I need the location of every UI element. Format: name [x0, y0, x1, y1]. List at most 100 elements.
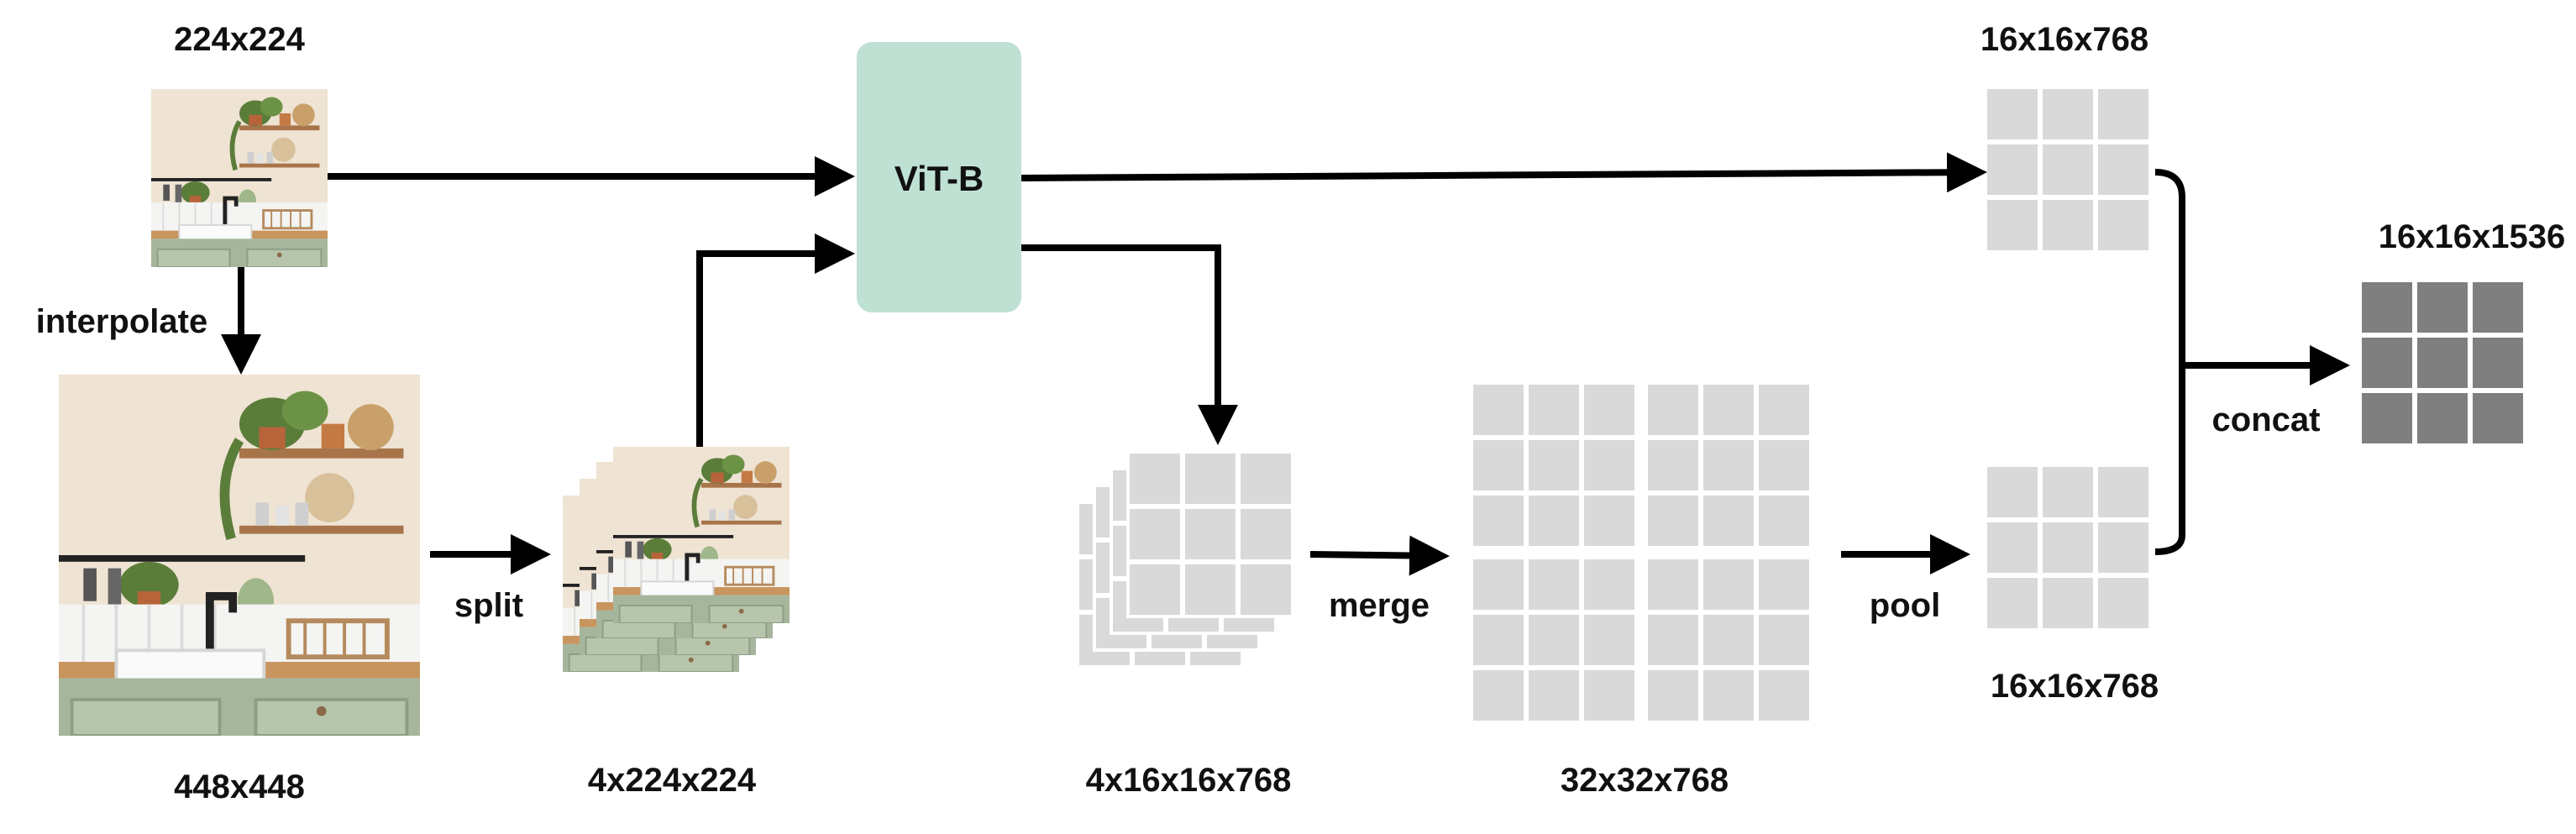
op-label-split: split [454, 587, 523, 624]
pooled-feature-grid [1987, 467, 2148, 628]
concat-cell [2417, 393, 2468, 443]
size-label-split-features: 4x16x16x768 [1086, 762, 1292, 799]
feature-cell [2043, 144, 2093, 195]
feature-cell [1185, 454, 1236, 504]
crop-4 [613, 447, 790, 623]
crops-stack [563, 447, 790, 672]
feature-cell [1473, 615, 1524, 665]
op-label-merge: merge [1329, 587, 1430, 624]
feature-cell [1759, 496, 1809, 546]
feature-cell [1241, 454, 1291, 504]
concat-feature-grid [2362, 282, 2523, 443]
size-label-concat-features: 16x16x1536 [2379, 218, 2565, 255]
feature-cell [1987, 467, 2038, 517]
feature-cell [1703, 440, 1754, 490]
size-label-global-features: 16x16x768 [1981, 21, 2148, 58]
vit-b-block: ViT-B [857, 42, 1021, 312]
feature-cell [1759, 440, 1809, 490]
size-label-448: 448x448 [174, 768, 305, 805]
feature-cell [1987, 578, 2038, 628]
size-label-merged-features: 32x32x768 [1561, 762, 1729, 799]
feature-cell [1529, 615, 1579, 665]
merged-feature-grid [1473, 385, 1809, 721]
feature-cell [1584, 440, 1634, 490]
feature-cell [1648, 440, 1698, 490]
kitchen-photo-icon [59, 375, 420, 736]
feature-cell [2043, 89, 2093, 139]
feature-cell [1130, 509, 1180, 559]
feature-cell [1759, 385, 1809, 435]
feature-cell [1473, 559, 1524, 610]
feature-cell [1529, 385, 1579, 435]
size-label-224: 224x224 [174, 21, 305, 58]
feature-cell [1987, 200, 2038, 250]
feature-cell [1529, 440, 1579, 490]
feature-cell [2098, 200, 2148, 250]
feature-cell [1987, 144, 2038, 195]
feature-cell [1703, 385, 1754, 435]
feature-cell [1529, 559, 1579, 610]
feature-cell [1185, 564, 1236, 615]
feature-cell [1759, 670, 1809, 721]
connectors [221, 152, 2350, 576]
feature-cell [2043, 467, 2093, 517]
feature-cell [1241, 564, 1291, 615]
feature-cell [1473, 385, 1524, 435]
feature-cell [1703, 496, 1754, 546]
feature-cell [1241, 509, 1291, 559]
arrow-vit-to-global-features [1020, 152, 1987, 193]
feature-cell [1584, 559, 1634, 610]
concat-cell [2417, 282, 2468, 333]
feature-cell [2098, 578, 2148, 628]
feature-cell [2098, 467, 2148, 517]
kitchen-photo-icon [151, 89, 328, 267]
arrow-vit-to-split-features [1021, 244, 1238, 445]
feature-cell [1759, 559, 1809, 610]
feature-cell [1130, 454, 1180, 504]
feature-cell [1759, 615, 1809, 665]
feature-cell [1529, 496, 1579, 546]
concat-cell [2473, 282, 2523, 333]
feature-cell [1473, 440, 1524, 490]
feature-cell [1703, 670, 1754, 721]
concat-cell [2473, 338, 2523, 388]
feature-cell [1648, 496, 1698, 546]
feature-cell [1584, 615, 1634, 665]
feature-cell [2098, 144, 2148, 195]
feature-cell [1703, 615, 1754, 665]
feature-cell [2098, 522, 2148, 573]
feature-cell [1703, 559, 1754, 610]
input-image-224 [151, 89, 328, 267]
arrow-merge [1309, 535, 1450, 576]
feature-cell [1584, 385, 1634, 435]
concat-bracket [2154, 169, 2185, 555]
op-label-interpolate: interpolate [36, 303, 207, 340]
feature-cell [2098, 89, 2148, 139]
concat-cell [2362, 393, 2412, 443]
vit-b-label: ViT-B [895, 159, 984, 198]
feature-cell [2043, 522, 2093, 573]
concat-cell [2417, 338, 2468, 388]
feature-cell [1648, 670, 1698, 721]
arrow-crops-to-vit [696, 233, 855, 447]
concat-cell [2473, 393, 2523, 443]
global-feature-grid [1987, 89, 2148, 250]
input-image-448 [59, 375, 420, 736]
feature-cell [1130, 564, 1180, 615]
concat-cell [2362, 338, 2412, 388]
size-label-crops: 4x224x224 [588, 762, 757, 799]
feature-cell [1648, 385, 1698, 435]
feature-cell [1473, 670, 1524, 721]
feature-cell [1648, 559, 1698, 610]
feature-cell [1987, 89, 2038, 139]
split-feature-grid-4 [1126, 450, 1294, 618]
op-label-concat: concat [2212, 401, 2321, 438]
feature-cell [1648, 615, 1698, 665]
feature-cell [1584, 670, 1634, 721]
split-feature-stack [1076, 450, 1294, 669]
feature-cell [1987, 522, 2038, 573]
feature-cell [1473, 496, 1524, 546]
size-label-pooled-features: 16x16x768 [1991, 668, 2159, 705]
op-label-pool: pool [1870, 587, 1940, 624]
